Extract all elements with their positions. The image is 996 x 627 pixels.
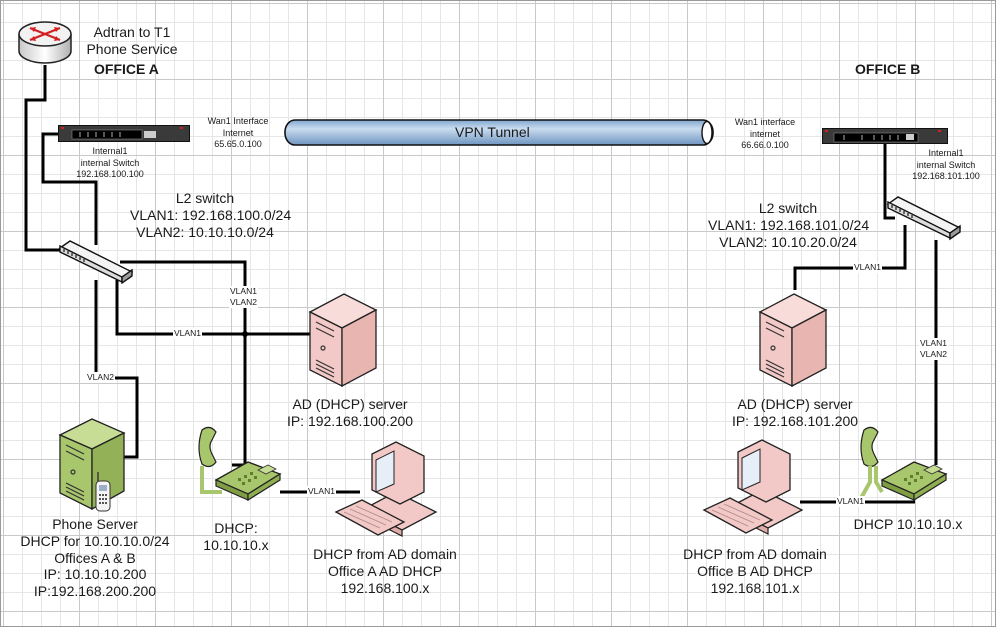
vlan-label-to-phone-server: VLAN2	[86, 372, 115, 384]
wire-l2switch-to-phone-server	[94, 280, 139, 459]
phone-server-icon	[58, 418, 126, 512]
l2-switch-icon-a	[58, 240, 134, 284]
ip-phone-a-label-line: 10.10.10.x	[203, 536, 269, 553]
ip-phone-b-label-line: DHCP 10.10.10.x	[853, 516, 963, 532]
firewall-b-wan-line: Wan1 interface	[734, 117, 796, 127]
firewall-appliance-icon-b	[822, 128, 948, 144]
phone-server-label-line: Offices A & B	[54, 549, 136, 566]
firewall-b-wan-label: Wan1 interface internet 66.66.0.100	[725, 117, 805, 152]
firewall-a-wan-line: Wan1 Interface	[207, 116, 269, 126]
firewall-b-wan-line: internet	[749, 128, 781, 139]
l2-switch-a-label-line: VLAN1: 192.168.100.0/24	[130, 206, 292, 223]
wire-l2switch-to-ad-a	[115, 280, 311, 336]
wire-l2switch-trunk-a	[120, 260, 247, 467]
vlan-label-trunk-a: VLAN1 VLAN2	[229, 286, 258, 309]
router-label: Adtran to T1 Phone Service	[80, 24, 184, 58]
ip-phone-a-label-line: DHCP:	[214, 520, 258, 536]
vlan-label-trunk-b: VLAN1 VLAN2	[919, 338, 948, 361]
router-icon	[18, 21, 72, 64]
firewall-appliance-icon-a	[58, 125, 190, 142]
vlan-label-to-ad-b: VLAN1	[853, 262, 882, 274]
firewall-b-wan-line: 66.66.0.100	[741, 140, 789, 151]
ip-phone-icon-a	[198, 426, 282, 502]
mobile-phone-icon	[95, 472, 111, 512]
server-tower-icon-b	[758, 293, 828, 388]
ad-server-b-label: AD (DHCP) server IP: 192.168.101.200	[725, 396, 865, 430]
l2-switch-b-label: L2 switch VLAN1: 192.168.101.0/24 VLAN2:…	[708, 200, 870, 250]
office-b-heading: OFFICE B	[855, 61, 921, 77]
ip-phone-b-label: DHCP 10.10.10.x	[848, 516, 968, 533]
l2-switch-a-label: L2 switch VLAN1: 192.168.100.0/24 VLAN2:…	[130, 190, 292, 240]
phone-server-label-line: Phone Server	[52, 516, 138, 532]
ip-phone-icon-b	[858, 426, 948, 502]
vlan-label-line: VLAN1	[920, 338, 947, 348]
vlan-label-line: VLAN2	[230, 297, 257, 308]
phone-server-label: Phone Server DHCP for 10.10.10.0/24 Offi…	[10, 516, 180, 600]
server-tower-icon-a	[308, 293, 378, 388]
firewall-a-wan-label: Wan1 Interface Internet 65.65.0.100	[198, 116, 278, 151]
workstation-b-label-line: Office B AD DHCP	[697, 562, 813, 579]
firewall-b-internal-line: internal Switch	[916, 159, 976, 170]
vlan-label-to-ad-a: VLAN1	[173, 328, 202, 340]
vpn-tunnel-icon	[284, 119, 714, 146]
ad-server-b-label-line: IP: 192.168.101.200	[731, 412, 859, 429]
router-label-line: Adtran to T1	[93, 24, 171, 40]
firewall-a-internal-label: Internal1 internal Switch 192.168.100.10…	[58, 146, 162, 181]
firewall-b-internal-line: Internal1	[928, 148, 964, 158]
l2-switch-icon-b	[886, 196, 962, 241]
workstation-icon-a	[334, 441, 438, 537]
firewall-b-internal-line: 192.168.101.100	[912, 171, 980, 182]
wire-firewall-to-l2switch-b	[883, 142, 895, 220]
phone-server-label-line: IP: 10.10.10.200	[43, 566, 147, 583]
router-label-line: Phone Service	[86, 40, 178, 57]
ip-phone-a-label: DHCP: 10.10.10.x	[200, 520, 272, 554]
workstation-icon-b	[702, 439, 804, 535]
workstation-b-label-line: DHCP from AD domain	[683, 546, 827, 562]
vlan-label-pc-to-phone-b: VLAN1	[836, 496, 865, 508]
workstation-a-label-line: Office A AD DHCP	[327, 562, 443, 579]
workstation-b-label: DHCP from AD domain Office B AD DHCP 192…	[672, 546, 838, 596]
firewall-a-internal-line: internal Switch	[80, 157, 140, 168]
vlan-label-line: VLAN1	[230, 286, 257, 296]
phone-server-label-line: IP:192.168.200.200	[33, 583, 157, 600]
ad-server-a-label-line: AD (DHCP) server	[292, 396, 408, 412]
vlan-label-line: VLAN2	[920, 349, 947, 360]
vlan-label-phone-to-pc-a: VLAN1	[307, 486, 336, 498]
firewall-a-wan-line: Internet	[222, 127, 254, 138]
office-a-heading: OFFICE A	[94, 61, 159, 77]
wire-firewall-to-l2switch-a	[41, 132, 98, 245]
l2-switch-a-label-line: VLAN2: 10.10.10.0/24	[136, 223, 274, 240]
firewall-a-wan-line: 65.65.0.100	[214, 139, 262, 150]
l2-switch-b-label-line: L2 switch	[758, 200, 818, 216]
workstation-a-label-line: DHCP from AD domain	[313, 546, 457, 562]
firewall-a-internal-line: 192.168.100.100	[76, 169, 144, 180]
l2-switch-a-label-line: L2 switch	[175, 190, 235, 206]
firewall-a-internal-line: Internal1	[92, 146, 128, 156]
ad-server-a-label-line: IP: 192.168.100.200	[286, 412, 414, 429]
l2-switch-b-label-line: VLAN2: 10.10.20.0/24	[719, 233, 857, 250]
l2-switch-b-label-line: VLAN1: 192.168.101.0/24	[708, 216, 870, 233]
ad-server-a-label: AD (DHCP) server IP: 192.168.100.200	[280, 396, 420, 430]
wire-junction-dot	[242, 331, 248, 337]
vpn-tunnel-label: VPN Tunnel	[455, 124, 530, 140]
firewall-b-internal-label: Internal1 internal Switch 192.168.101.10…	[898, 148, 994, 183]
wire-l2switch-to-ad-b	[793, 225, 907, 290]
wire-router-to-l2switch-a	[24, 65, 62, 252]
phone-server-label-line: DHCP for 10.10.10.0/24	[20, 532, 170, 549]
workstation-a-label-line: 192.168.100.x	[340, 579, 430, 596]
ad-server-b-label-line: AD (DHCP) server	[737, 396, 853, 412]
workstation-b-label-line: 192.168.101.x	[710, 579, 800, 596]
workstation-a-label: DHCP from AD domain Office A AD DHCP 192…	[302, 546, 468, 596]
